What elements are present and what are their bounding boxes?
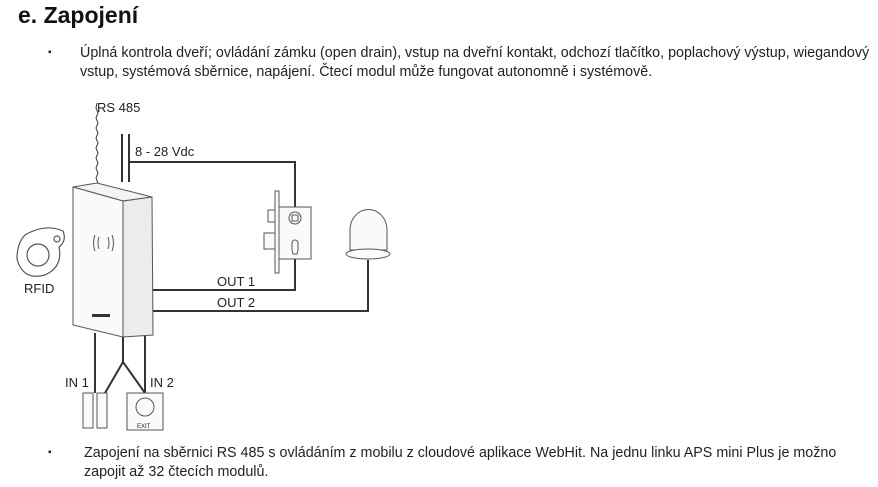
- bullet: ▪: [48, 47, 52, 58]
- label-out2: OUT 2: [217, 295, 255, 310]
- paragraph-rs485: Zapojení na sběrnici RS 485 s ovládáním …: [84, 445, 837, 480]
- label-power: 8 - 28 Vdc: [135, 144, 195, 159]
- logo: [92, 314, 110, 317]
- wiring-diagram: RS 485 8 - 28 Vdc RFID OUT 1 OUT 2 IN 1 …: [16, 100, 391, 431]
- label-in1: IN 1: [65, 375, 89, 390]
- label-rfid: RFID: [24, 281, 54, 296]
- out2-wire: [152, 260, 369, 312]
- bullet: ▪: [48, 447, 52, 458]
- paragraph-description: Úplná kontrola dveří; ovládání zámku (op…: [80, 45, 870, 80]
- label-exit: EXIT: [137, 424, 151, 430]
- label-out1: OUT 1: [217, 274, 255, 289]
- rs485-cable: [95, 102, 99, 184]
- label-in2: IN 2: [150, 375, 174, 390]
- door-contact-icon: [82, 392, 94, 429]
- door-lock-icon: [263, 190, 312, 274]
- label-rs485: RS 485: [97, 100, 140, 115]
- reader-device: [72, 182, 154, 338]
- rfid-tag-icon: [16, 227, 65, 277]
- alarm-beacon-icon: [345, 208, 391, 260]
- section-heading: e. Zapojení: [18, 2, 139, 28]
- nfc-icon: [93, 234, 114, 252]
- out1-wire: [130, 161, 296, 291]
